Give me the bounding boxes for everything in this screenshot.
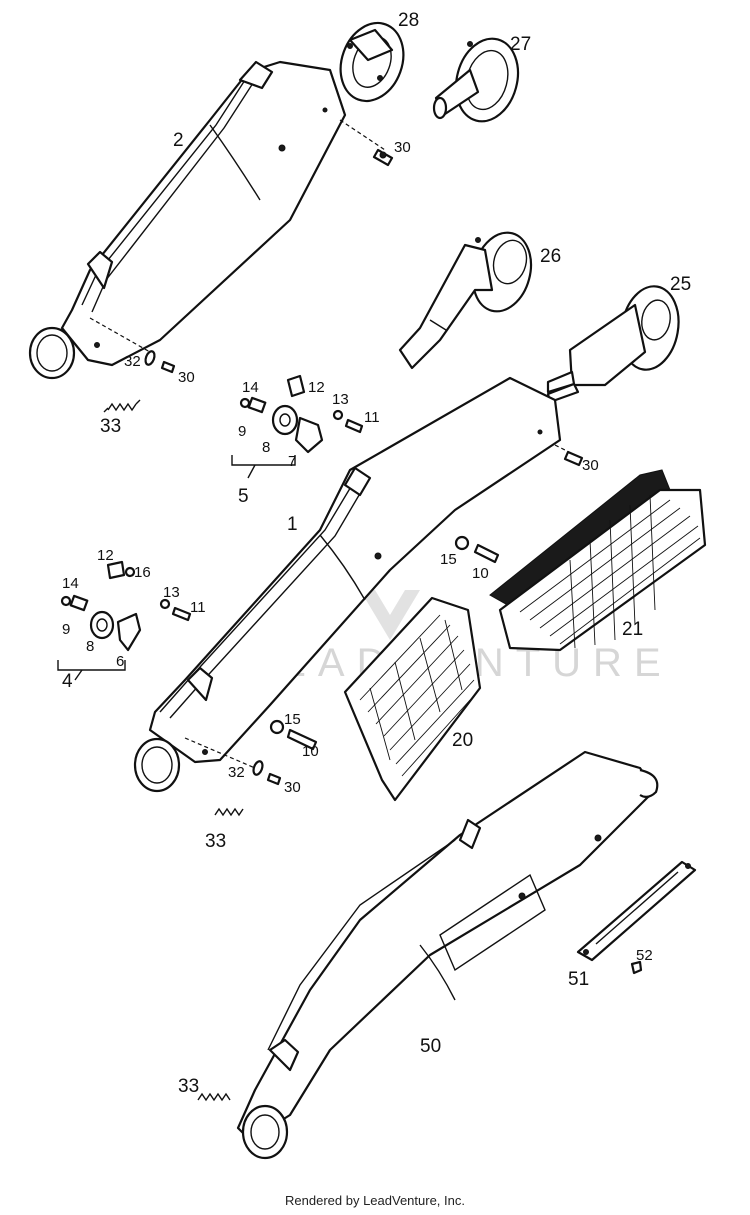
- part-1-muffler-tube: [133, 376, 562, 793]
- callout-27: 27: [510, 34, 531, 55]
- callout-30-d: 30: [284, 779, 301, 796]
- callout-32-b: 32: [228, 764, 245, 781]
- callout-15-b: 15: [284, 711, 301, 728]
- part-50-muffler: [236, 750, 659, 1160]
- callout-30-b: 30: [178, 369, 195, 386]
- part-33-spring-a: [103, 399, 141, 413]
- callout-12-b: 12: [97, 547, 114, 564]
- callout-8-a: 8: [262, 439, 270, 456]
- part-32-washer-b: [252, 760, 264, 776]
- callout-labels: 28 27 2 30 26 25 32 30 33 14 12 13 11 9 …: [62, 10, 691, 1097]
- callout-30-c: 30: [582, 457, 599, 474]
- callout-16: 16: [134, 564, 151, 581]
- callout-50: 50: [420, 1036, 441, 1057]
- part-52-screw: [630, 960, 643, 975]
- part-33-spring-b: [214, 807, 244, 817]
- callout-8-b: 8: [86, 638, 94, 655]
- part-32-washer-a: [144, 350, 156, 366]
- part-25-resonator: [546, 285, 680, 404]
- callout-11-a: 11: [364, 409, 380, 426]
- part-51-gasket: [576, 860, 697, 962]
- callout-14-a: 14: [242, 379, 259, 396]
- part-15-washer-b: [269, 719, 285, 735]
- callout-51: 51: [568, 969, 589, 990]
- callout-33-c: 33: [178, 1076, 199, 1097]
- callout-15-a: 15: [440, 551, 457, 568]
- callout-1: 1: [287, 514, 298, 535]
- callout-9-b: 9: [62, 621, 70, 638]
- callout-10-b: 10: [302, 743, 319, 760]
- callout-52: 52: [636, 947, 653, 964]
- part-26-tail-tube: [398, 231, 533, 370]
- callout-9-a: 9: [238, 423, 246, 440]
- callout-28: 28: [398, 10, 419, 31]
- callout-33-b: 33: [205, 831, 226, 852]
- part-30-bolt-a: [372, 148, 394, 167]
- part-2-muffler-tube: [28, 60, 347, 380]
- part-30-bolt-b: [160, 360, 176, 374]
- callout-7: 7: [288, 453, 296, 470]
- callout-4: 4: [62, 671, 73, 692]
- callout-2: 2: [173, 130, 184, 151]
- callout-20: 20: [452, 730, 473, 751]
- part-21-packing-roll: [489, 469, 707, 652]
- hardware-group-4: [57, 560, 192, 681]
- callout-25: 25: [670, 274, 691, 295]
- callout-30-a: 30: [394, 139, 411, 156]
- part-10-bolt-a: [473, 543, 500, 564]
- callout-26: 26: [540, 246, 561, 267]
- callout-10-a: 10: [472, 565, 489, 582]
- part-10-bolt-b: [286, 728, 318, 751]
- callout-12-a: 12: [308, 379, 325, 396]
- callout-5: 5: [238, 486, 249, 507]
- rendered-by-footer: Rendered by LeadVenture, Inc.: [285, 1193, 465, 1208]
- part-20-screen: [343, 596, 482, 802]
- callout-13-a: 13: [332, 391, 349, 408]
- hardware-group-5: [231, 374, 364, 479]
- part-28-end-cap: [339, 21, 405, 103]
- part-33-spring-c: [197, 1092, 231, 1102]
- callout-33-a: 33: [100, 416, 121, 437]
- callout-6: 6: [116, 653, 124, 670]
- part-30-bolt-c: [563, 450, 584, 467]
- part-27-spark-arrestor: [432, 37, 520, 123]
- callout-14-b: 14: [62, 575, 79, 592]
- callout-21: 21: [622, 619, 643, 640]
- part-30-bolt-d: [266, 772, 282, 786]
- callout-11-b: 11: [190, 599, 206, 616]
- part-15-washer-a: [454, 535, 470, 551]
- callout-13-b: 13: [163, 584, 180, 601]
- callout-32-a: 32: [124, 353, 141, 370]
